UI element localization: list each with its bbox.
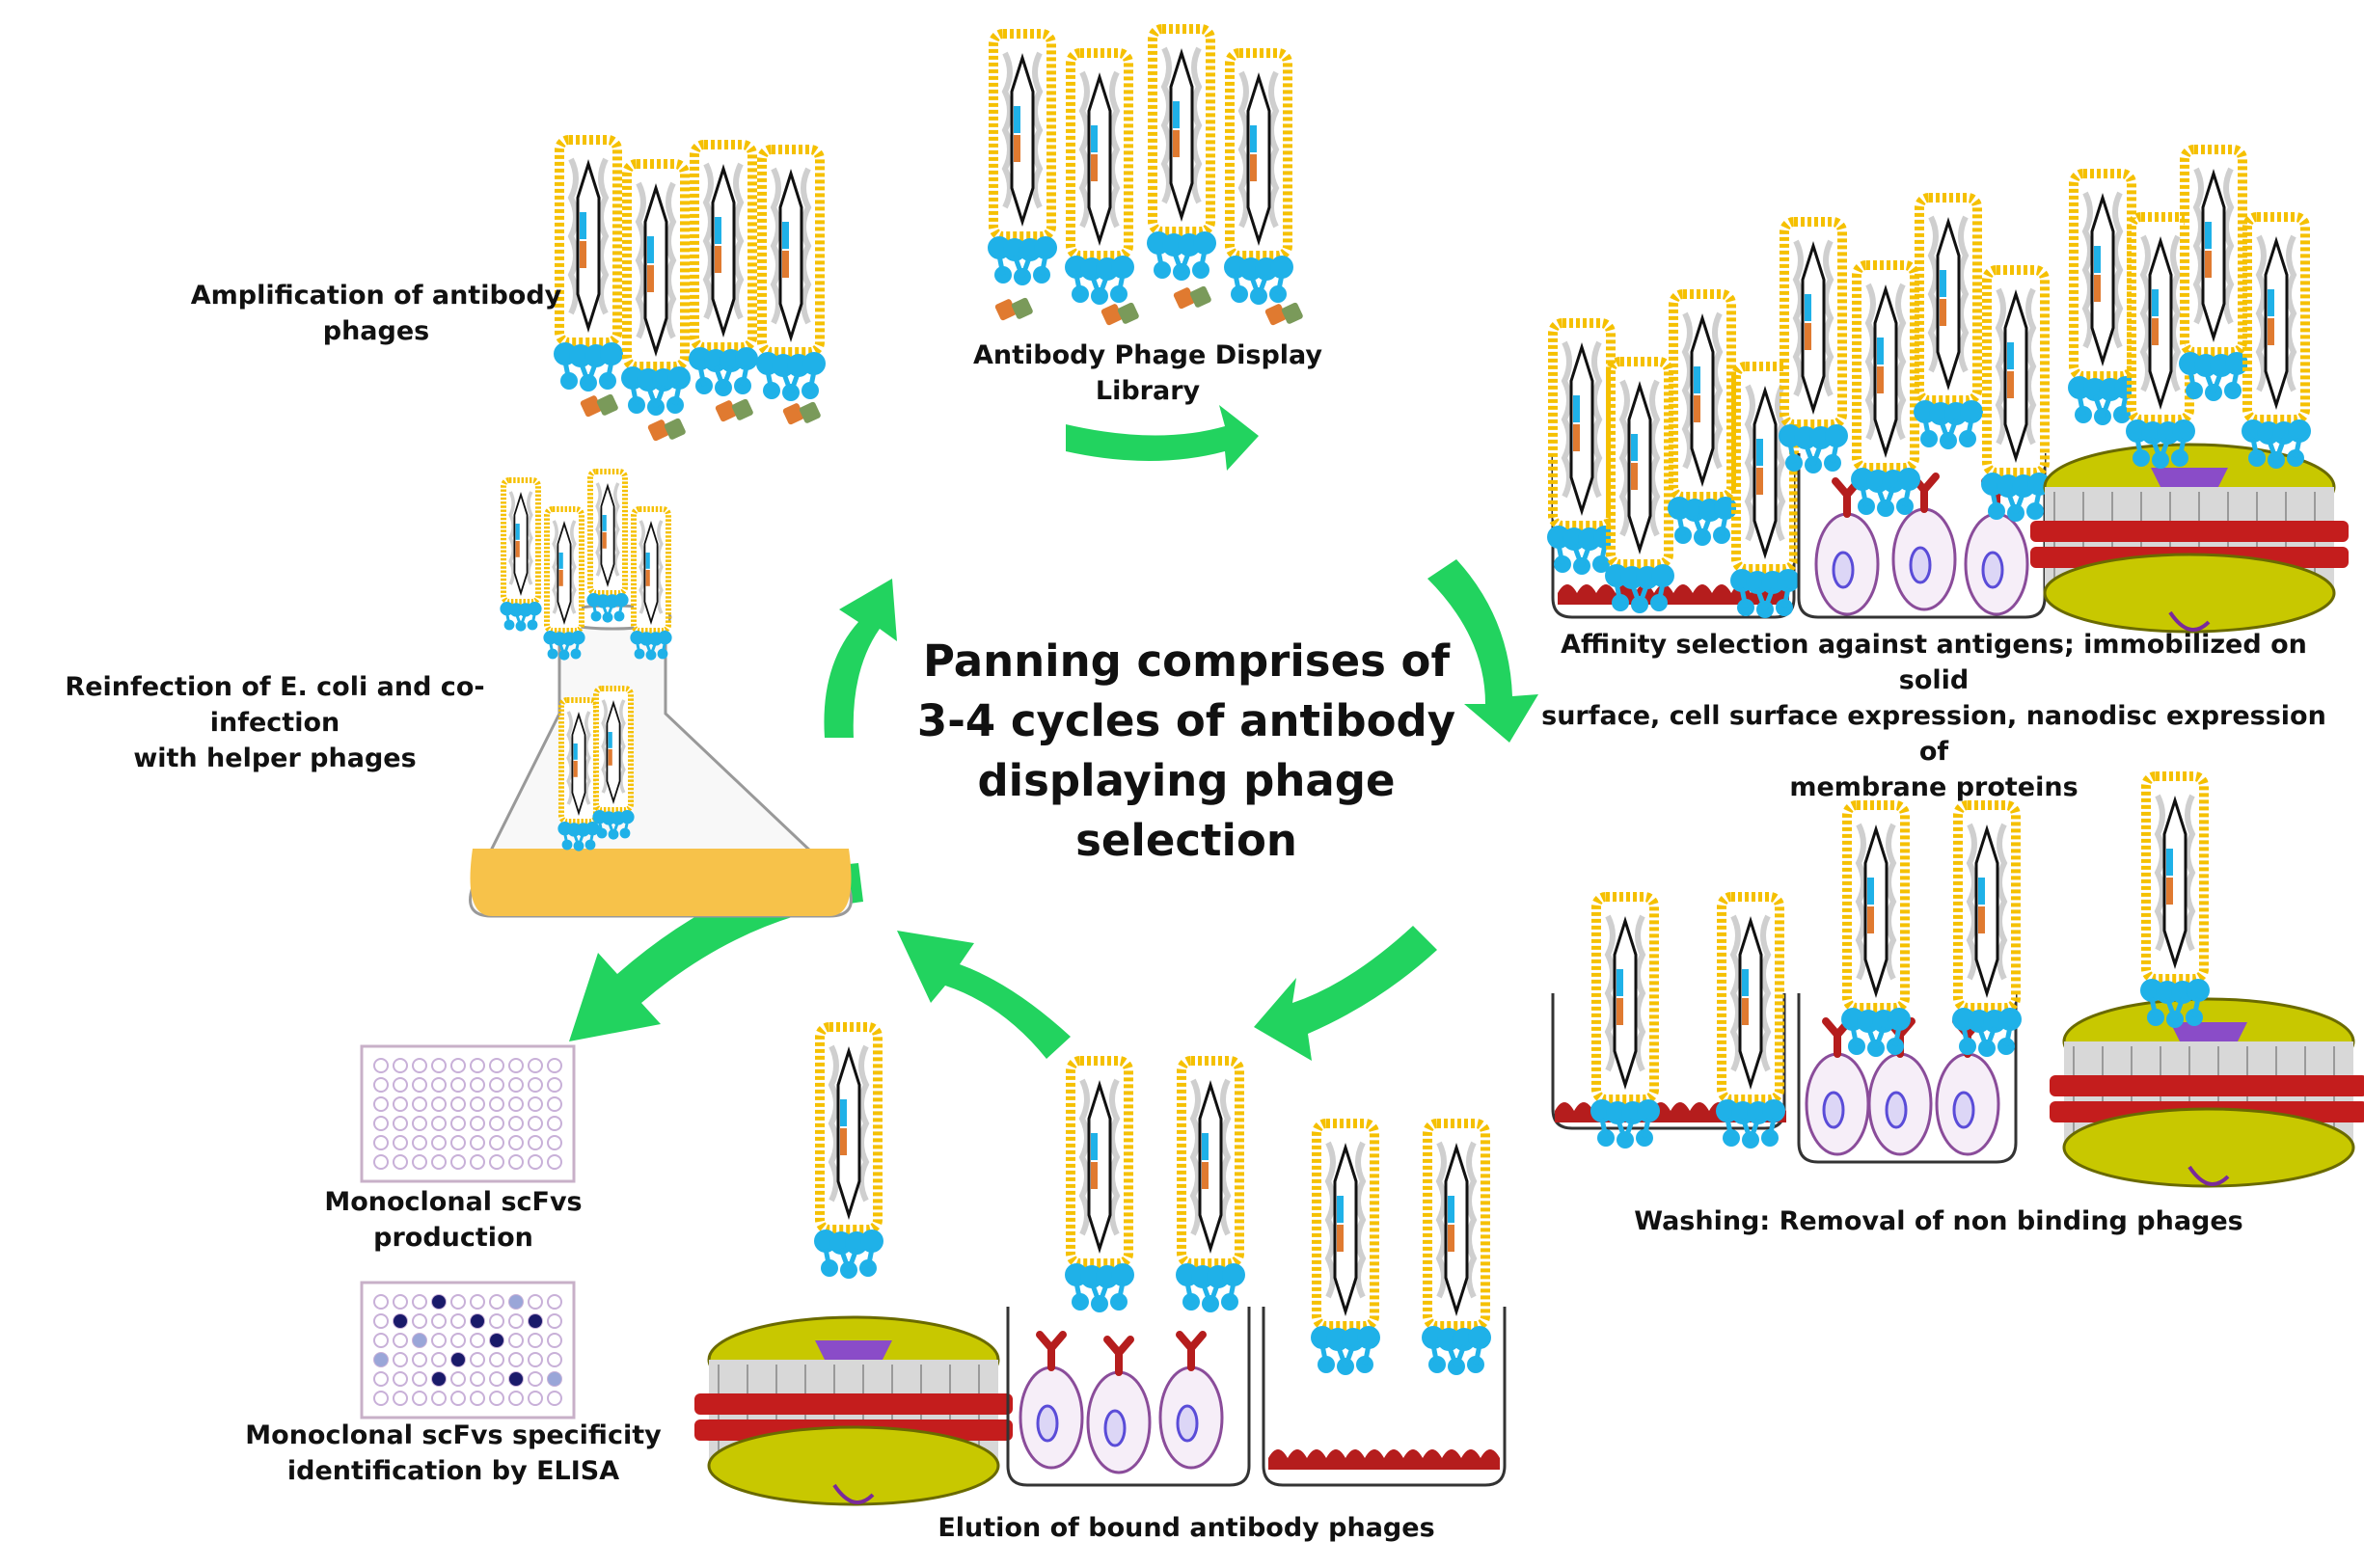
reinfection-label-line2: with helper phages (133, 743, 417, 773)
cycle-title-line3: displaying phage (977, 755, 1396, 806)
elisa-plate (360, 1281, 576, 1419)
reinfection-label: Reinfection of E. coli and co-infection … (14, 669, 535, 776)
amplification-label: Amplification of antibody phages (183, 278, 569, 349)
washing-stage (1551, 776, 2364, 1188)
elution-label-line1: Elution of bound antibody phages (937, 1513, 1435, 1543)
phage-library (988, 29, 1304, 327)
production-label-line1: Monoclonal scFvs production (324, 1187, 583, 1253)
affinity-label-line1: Affinity selection against antigens; imm… (1561, 630, 2307, 695)
arrow-affinity-to-washing (1427, 559, 1538, 743)
arrow-elution-to-reinfection (897, 931, 1071, 1059)
elution-stage (693, 1027, 1507, 1506)
library-label: Antibody Phage Display Library (955, 338, 1341, 409)
cycle-title-line1: Panning comprises of (922, 635, 1451, 687)
production-plate (360, 1044, 576, 1183)
elution-label: Elution of bound antibody phages (926, 1510, 1447, 1546)
elisa-label: Monoclonal scFvs specificity identificat… (241, 1418, 666, 1489)
affinity-label-line3: membrane proteins (1789, 772, 2079, 802)
production-label: Monoclonal scFvs production (241, 1184, 666, 1256)
affinity-selection (1547, 149, 2350, 634)
cycle-title-line2: 3-4 cycles of antibody (916, 695, 1456, 746)
arrow-reinfection-to-amplification (824, 579, 897, 738)
cycle-title-line4: selection (1075, 815, 1297, 866)
elisa-label-line2: identification by ELISA (286, 1456, 620, 1486)
arrow-washing-to-elution (1254, 926, 1437, 1061)
cycle-title: Panning comprises of 3-4 cycles of antib… (873, 632, 1500, 871)
library-label-line1: Antibody Phage Display (972, 340, 1323, 370)
affinity-label: Affinity selection against antigens; imm… (1534, 627, 2334, 805)
amplified-phages (554, 140, 826, 443)
reinfection-label-line1: Reinfection of E. coli and co-infection (65, 672, 485, 738)
washing-label-line1: Washing: Removal of non binding phages (1634, 1206, 2243, 1236)
amplification-label-line2: phages (322, 316, 430, 346)
amplification-label-line1: Amplification of antibody (190, 281, 562, 311)
elisa-positive-wells (374, 1295, 561, 1386)
library-label-line2: Library (1095, 376, 1201, 406)
affinity-label-line2: surface, cell surface expression, nanodi… (1541, 701, 2326, 767)
ecoli-flask (469, 472, 853, 918)
arrow-library-to-affinity (1066, 405, 1259, 471)
flask-medium (470, 849, 852, 916)
elisa-label-line1: Monoclonal scFvs specificity (245, 1420, 662, 1450)
washing-label: Washing: Removal of non binding phages (1630, 1203, 2247, 1239)
